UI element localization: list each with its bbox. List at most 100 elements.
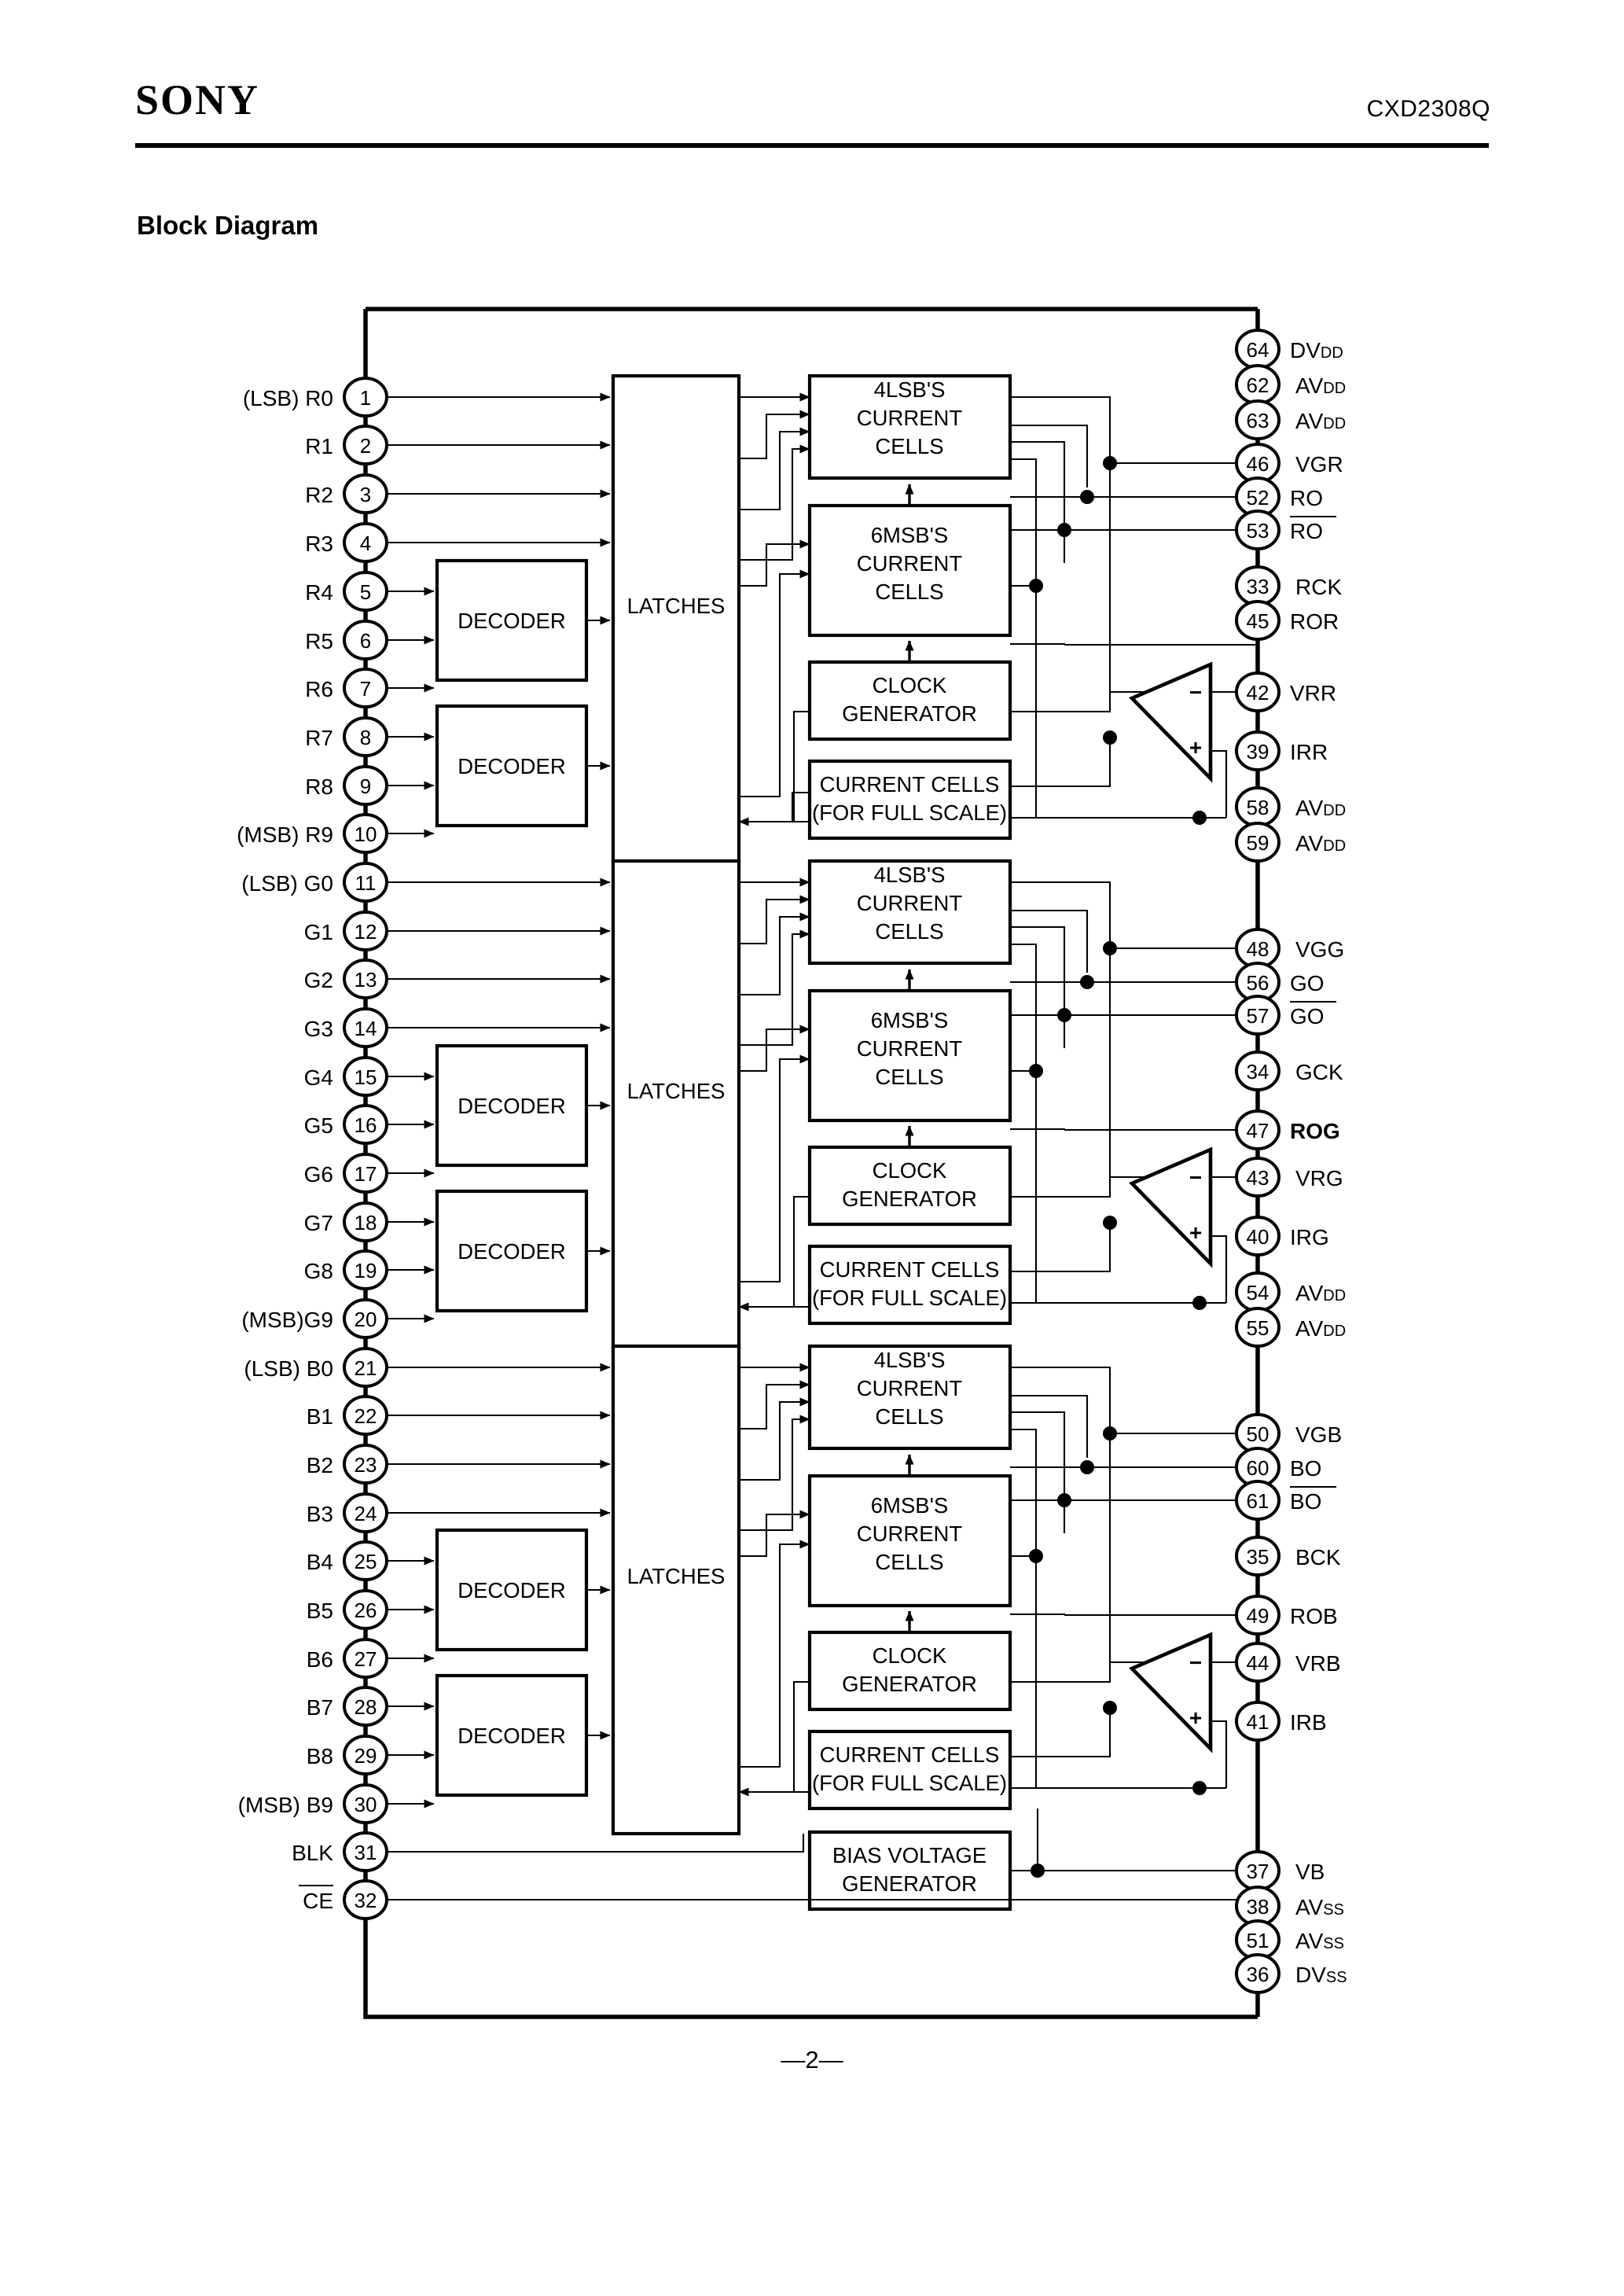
pin-label: AVDD xyxy=(1295,409,1346,433)
left-pin-b9[interactable]: 30(MSB) B9 xyxy=(238,1783,388,1824)
left-pin-g0[interactable]: 11(LSB) G0 xyxy=(241,862,388,903)
left-pin-r4[interactable]: 5R4 xyxy=(305,571,388,612)
g-direct-inputs xyxy=(366,878,611,1032)
left-pin-b8[interactable]: 29 B8 xyxy=(307,1735,388,1775)
pin-number: 59 xyxy=(1247,831,1269,855)
opamp-r-plus: + xyxy=(1189,735,1202,760)
right-pin-avdd[interactable]: 59 AVDD xyxy=(1235,822,1346,863)
r-output-routing xyxy=(1010,396,1258,825)
pin-label: VRB xyxy=(1295,1651,1341,1676)
left-pin-r2[interactable]: 3R2 xyxy=(305,473,388,514)
pin-label: G8 xyxy=(304,1259,333,1283)
pin-number: 33 xyxy=(1247,575,1269,598)
lsb-cells-block-r xyxy=(807,373,1012,480)
left-pin-r7[interactable]: 8R7 xyxy=(305,716,388,757)
pin-label: CE xyxy=(303,1889,333,1913)
left-pin-r9[interactable]: 10(MSB) R9 xyxy=(237,813,388,854)
clock-gen-block-g-line1: CLOCK xyxy=(873,1158,947,1183)
pin-number: 27 xyxy=(355,1647,377,1671)
latches-block-r xyxy=(611,373,741,866)
sony-logo: SONY xyxy=(135,76,260,123)
left-pin-g9[interactable]: 20(MSB)G9 xyxy=(241,1298,388,1339)
pin-number: 41 xyxy=(1247,1710,1269,1734)
pin-label: AVDD xyxy=(1295,831,1346,855)
pin-label: RCK xyxy=(1295,575,1342,599)
fullscale-cells-block-g xyxy=(807,1244,1012,1326)
pin-label: B8 xyxy=(307,1744,333,1768)
left-pin-b0[interactable]: 21(LSB) B0 xyxy=(244,1347,388,1388)
left-pin-r3[interactable]: 4R3 xyxy=(305,522,388,563)
opamp-r-minus: − xyxy=(1189,680,1202,705)
pin-number: 35 xyxy=(1247,1545,1269,1569)
pin-label: B4 xyxy=(307,1550,333,1574)
pin-label: (LSB) G0 xyxy=(241,871,333,896)
pin-number: 23 xyxy=(355,1453,377,1477)
pin-label: VGG xyxy=(1295,937,1344,962)
pin-number: 21 xyxy=(355,1356,377,1380)
pin-number: 12 xyxy=(355,920,377,944)
pin-number: 19 xyxy=(355,1259,377,1282)
clock-gen-block-b-line1: CLOCK xyxy=(873,1643,947,1668)
r-direct-inputs xyxy=(366,392,611,547)
left-pin-r5[interactable]: 6R5 xyxy=(305,620,388,660)
left-pin-g8[interactable]: 19 G8 xyxy=(304,1249,388,1290)
b-clk-feedback xyxy=(792,1680,810,1792)
pin-number: 61 xyxy=(1247,1489,1269,1513)
left-pin-r1[interactable]: 2R1 xyxy=(305,425,388,465)
pin-label: GO xyxy=(1290,971,1325,995)
left-pin-r0[interactable]: 1(LSB) R0 xyxy=(243,377,388,418)
left-pin-r8[interactable]: 9R8 xyxy=(305,765,388,806)
right-pin-rck[interactable]: 33 RCK xyxy=(1235,565,1342,606)
pin-number: 29 xyxy=(355,1744,377,1768)
pin-number: 60 xyxy=(1247,1456,1269,1480)
g-clk-feedback xyxy=(792,1195,810,1307)
left-pin-r6[interactable]: 7R6 xyxy=(305,668,388,708)
